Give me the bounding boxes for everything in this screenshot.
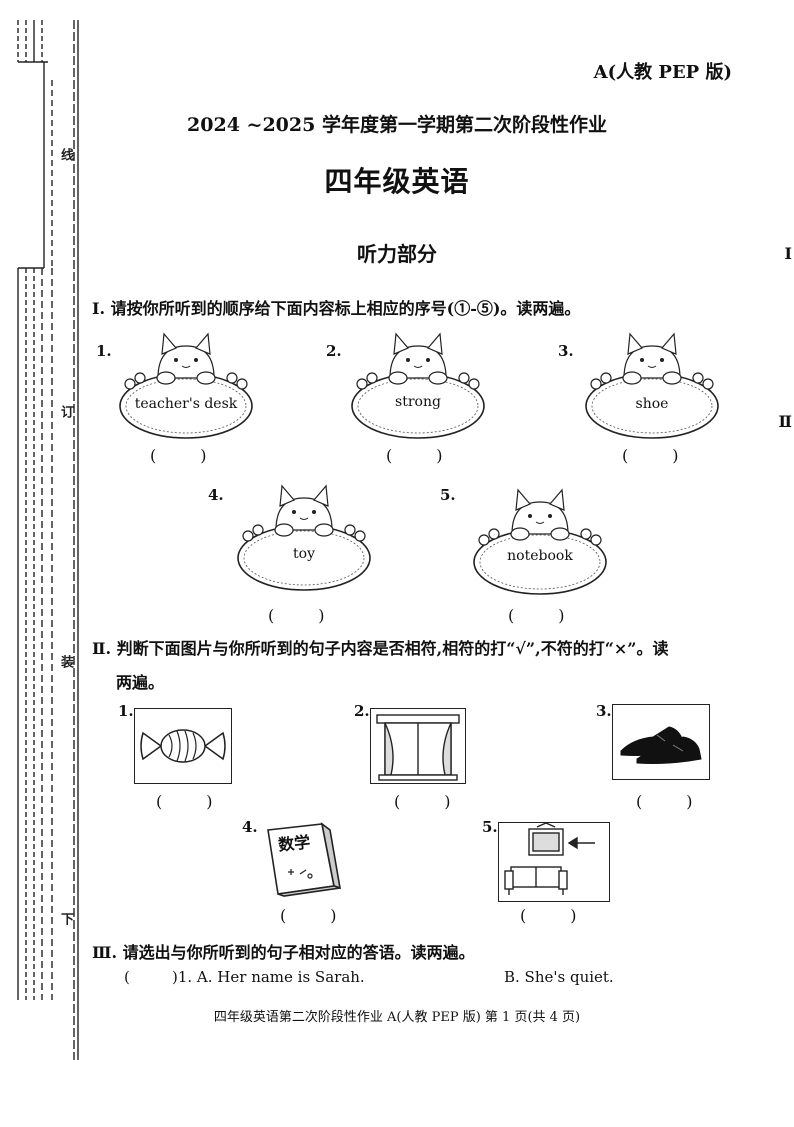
page-title: 2024 ~2025 学年度第一学期第二次阶段性作业 [187,114,607,136]
sofa-picture-icon [504,822,595,895]
shoes-icon [620,726,702,764]
cat-frame-icon [585,332,719,439]
edge-mark-1: I [784,244,792,263]
math-book-icon [267,822,342,897]
s2-item4-picture: 数学 [260,822,342,898]
s3-q1-option-a: )1. A. Her name is Sarah. [172,968,365,986]
page-footer: 四年级英语第二次阶段性作业 A(人教 PEP 版) 第 1 页(共 4 页) [213,1010,581,1025]
binding-margin: 线 订 装 下 [0,0,90,1123]
s3-q1-option-b: B. She's quiet. [504,968,614,986]
s1-item4-number: 4. [208,486,224,504]
section1-instruction: Ⅰ. 请按你所听到的顺序给下面内容标上相应的序号(①-⑤)。读两遍。 [92,299,581,318]
s1-item4-word: toy [293,546,315,562]
s1-item2-number: 2. [326,342,342,360]
s1-item1-word: teacher's desk [134,396,238,412]
section3-instruction: Ⅲ. 请选出与你所听到的句子相对应的答语。读两遍。 [92,943,475,962]
binding-char-ding: 订 [58,405,73,418]
s1-item1-number: 1. [96,342,112,360]
binding-char-xia: 下 [58,912,73,925]
math-book-label: 数学 [277,832,312,855]
s2-item2-answer[interactable]: () [394,792,451,811]
edge-mark-2: Ⅱ [778,412,792,431]
s2-item3-answer[interactable]: () [636,792,693,811]
s2-item5-picture [498,822,610,902]
s3-q1-open-paren[interactable]: ( [124,968,130,986]
part-title: 听力部分 [357,242,437,266]
cat-frame-icon [119,332,253,439]
s1-item2-answer[interactable]: () [386,446,443,465]
s2-item4-answer[interactable]: () [280,906,337,925]
candy-icon [140,729,226,763]
section2-instruction-line2: 两遍。 [116,673,165,692]
s1-item2-frame: strong [348,328,488,440]
s1-item1-frame: teacher's desk [116,328,256,440]
cat-frame-icon [473,488,607,595]
window-icon [376,714,460,781]
s1-item3-frame: shoe [582,328,722,440]
s1-item5-answer[interactable]: () [508,606,565,625]
s2-item3-number: 3. [596,702,612,720]
s1-item4-frame: toy [234,480,374,592]
s1-item3-number: 3. [558,342,574,360]
cat-frame-icon [351,332,485,439]
s2-item1-picture [134,708,232,784]
binding-lines [17,20,79,1060]
s1-item3-answer[interactable]: () [622,446,679,465]
s2-item4-number: 4. [242,818,258,836]
s1-item1-answer[interactable]: () [150,446,207,465]
subject-title: 四年级英语 [324,165,470,198]
s2-item2-number: 2. [354,702,370,720]
s2-item1-number: 1. [118,702,134,720]
s1-item5-frame: notebook [470,484,610,596]
s1-item2-word: strong [395,394,441,410]
edition-label: A(人教 PEP 版) [593,62,732,83]
binding-char-xian: 线 [58,148,73,161]
s2-item3-picture [612,704,710,780]
s1-item5-word: notebook [507,548,573,564]
s1-item3-word: shoe [635,396,669,412]
s2-item1-answer[interactable]: () [156,792,213,811]
s2-item2-picture [370,708,466,784]
s1-item4-answer[interactable]: () [268,606,325,625]
s1-item5-number: 5. [440,486,456,504]
section2-instruction-line1: Ⅱ. 判断下面图片与你所听到的句子内容是否相符,相符的打“√”,不符的打“×”。… [92,639,669,658]
cat-frame-icon [237,484,371,591]
s2-item5-answer[interactable]: () [520,906,577,925]
binding-char-zhuang: 装 [58,655,73,668]
s2-item5-number: 5. [482,818,498,836]
